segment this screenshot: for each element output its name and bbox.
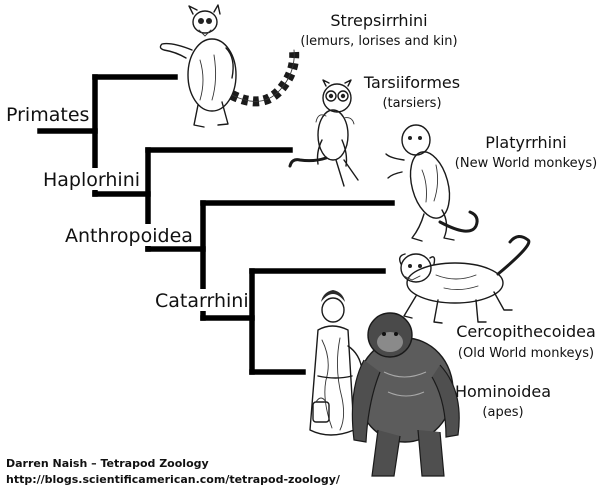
gorilla-illustration bbox=[351, 312, 460, 477]
tip-label-platyrrhini: Platyrrhini bbox=[485, 133, 566, 152]
node-label-primates: Primates bbox=[6, 104, 89, 126]
tip-label-tarsiiformes: Tarsiiformes bbox=[363, 73, 460, 92]
new-world-monkey-illustration bbox=[385, 124, 479, 242]
ring-tailed-lemur-illustration bbox=[159, 4, 300, 128]
tree-branches bbox=[37, 74, 395, 375]
credit-url: http://blogs.scientificamerican.com/tetr… bbox=[6, 473, 341, 486]
tip-desc-tarsiiformes: (tarsiers) bbox=[382, 96, 441, 111]
node-label-anthropoidea: Anthropoidea bbox=[65, 225, 193, 247]
tip-label-hominoidea: Hominoidea bbox=[455, 382, 551, 401]
tip-label-cercopithecoidea: Cercopithecoidea bbox=[456, 322, 596, 341]
node-label-haplorhini: Haplorhini bbox=[43, 169, 140, 191]
tip-desc-strepsirrhini: (lemurs, lorises and kin) bbox=[300, 34, 457, 49]
old-world-monkey-illustration bbox=[398, 235, 531, 324]
tip-label-strepsirrhini: Strepsirrhini bbox=[330, 11, 427, 30]
node-label-catarrhini: Catarrhini bbox=[155, 290, 249, 312]
tarsier-illustration bbox=[288, 79, 359, 187]
tip-desc-hominoidea: (apes) bbox=[482, 405, 523, 420]
tip-desc-cercopithecoidea: (Old World monkeys) bbox=[458, 346, 594, 361]
credit-author: Darren Naish – Tetrapod Zoology bbox=[6, 457, 209, 470]
tip-desc-platyrrhini: (New World monkeys) bbox=[455, 156, 597, 171]
